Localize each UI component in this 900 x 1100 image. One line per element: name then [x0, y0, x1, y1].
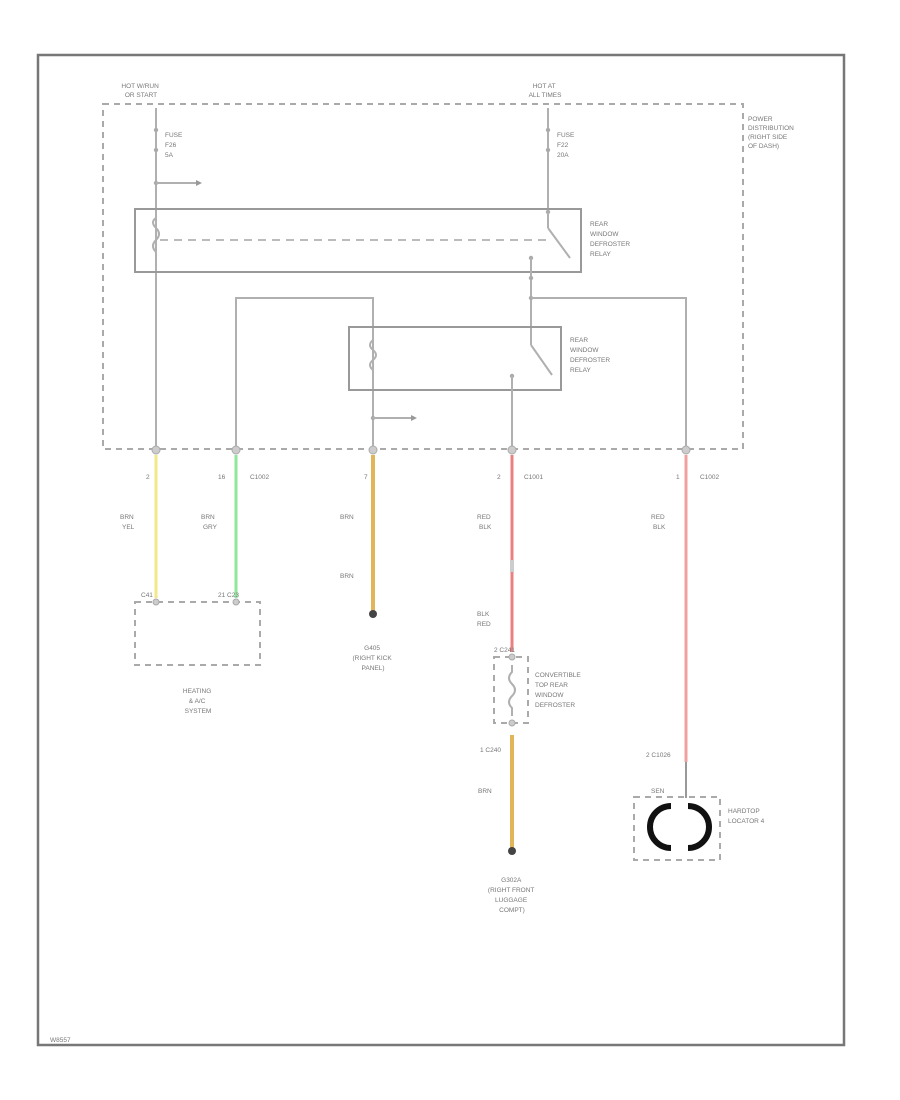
- pin-5: 1: [676, 474, 680, 481]
- svg-text:CONVERTIBLE TOP REAR: CONVERTIBLE TOP REAR WINDOW DEFROSTER: [535, 672, 583, 709]
- svg-text:REAR WINDOW DEFROS: REAR WINDOW DEFROSTER RELAY: [590, 221, 632, 258]
- ground-g405: G405 (RIGHT KICK PANEL): [352, 610, 393, 672]
- footer-code: W8557: [50, 1037, 71, 1044]
- wire-3a-label: BRN: [340, 514, 354, 521]
- diagram-frame: [36, 53, 846, 1047]
- svg-text:SEN: SEN: [651, 788, 665, 795]
- connector-c5: C1002: [700, 474, 720, 481]
- svg-text:REAR WINDOW DEFROS: REAR WINDOW DEFROSTER RELAY: [570, 337, 612, 374]
- connector-c2: C1002: [250, 474, 270, 481]
- colored-wires: [154, 455, 688, 848]
- svg-text:2 C241: 2 C241: [494, 647, 515, 654]
- wire-4b-label: BLK RED: [477, 611, 491, 628]
- wire-3b-label: BRN: [340, 573, 354, 580]
- wire-2-label: BRN GRY: [201, 514, 218, 531]
- svg-text:FUSE F22 20A: FUSE F22 20A: [557, 132, 576, 159]
- svg-text:2 C1026: 2 C1026: [646, 752, 671, 759]
- power-distribution-box: [102, 103, 744, 450]
- wire-5-label: RED BLK: [651, 514, 667, 531]
- svg-text:G302A (RIGHT FRONT: G302A (RIGHT FRONT LUGGAGE COMPT): [488, 877, 536, 914]
- branch-arrow: [370, 415, 417, 421]
- wire-4a-label: RED BLK: [477, 514, 493, 531]
- ground-g302a: G302A (RIGHT FRONT LUGGAGE COMPT): [488, 847, 536, 914]
- pdc-label: POWER DISTRIBUTION (RIGHT SIDE OF DASH): [748, 116, 796, 150]
- pin-2: 16: [218, 474, 226, 481]
- fuse-right: FUSE F22 20A: [545, 108, 576, 212]
- svg-text:HARDTOP LOCATOR 4: HARDTOP LOCATOR 4: [728, 808, 765, 825]
- lower-relay: REAR WINDOW DEFROSTER RELAY: [348, 326, 612, 450]
- pdc-pins: 2 16 7 2 1 C1002 C1001 C1002: [146, 445, 720, 481]
- svg-text:C41: C41: [141, 592, 153, 599]
- source-right: HOT AT ALL TIMES: [529, 83, 563, 99]
- hardtop-locator: 2 C1026 SEN HARDTOP LOCATOR 4: [633, 752, 765, 861]
- pin-1: 2: [146, 474, 150, 481]
- relay-interconnect: [235, 258, 687, 450]
- svg-text:HEATING & A/C SYST: HEATING & A/C SYSTEM: [183, 688, 213, 715]
- svg-text:FUSE F26 5A: FUSE F26 5A: [165, 132, 184, 159]
- rear-window-defroster: 2 C241 1 C240 CONVERTIBLE TOP REAR WINDO…: [480, 647, 583, 754]
- hvac-component: C41 21 C23 HEATING & A/C SYSTEM: [134, 592, 261, 715]
- svg-text:G405 (RIGHT KICK P: G405 (RIGHT KICK PANEL): [352, 645, 393, 672]
- source-left: HOT W/RUN OR START: [121, 83, 160, 99]
- wire-6-label: BRN: [478, 788, 492, 795]
- pin-3: 7: [364, 474, 368, 481]
- connector-c4: C1001: [524, 474, 544, 481]
- pin-4: 2: [497, 474, 501, 481]
- fuse-left: FUSE F26 5A: [153, 108, 202, 450]
- upper-relay: REAR WINDOW DEFROSTER RELAY: [134, 208, 632, 273]
- svg-text:21 C23: 21 C23: [218, 592, 239, 599]
- svg-text:1 C240: 1 C240: [480, 747, 501, 754]
- wire-1-label: BRN YEL: [120, 514, 136, 531]
